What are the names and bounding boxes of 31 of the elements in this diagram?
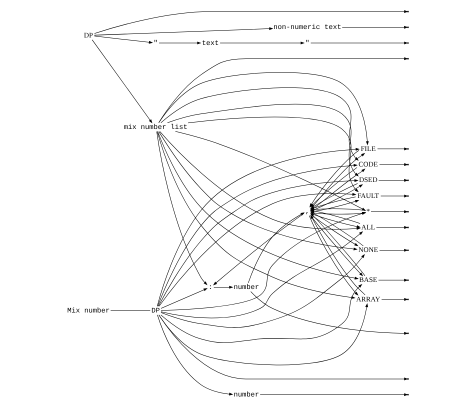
arrow <box>160 288 208 308</box>
arrow <box>160 284 362 343</box>
arrow <box>160 254 364 328</box>
arrow <box>310 211 364 246</box>
arrow <box>94 35 152 44</box>
arrow <box>380 194 408 197</box>
arrow <box>380 297 408 300</box>
arrow <box>158 41 201 44</box>
arrow <box>310 212 360 228</box>
arrow <box>166 103 358 176</box>
arrow <box>378 278 408 282</box>
arrow <box>91 39 152 123</box>
arrow <box>219 41 304 44</box>
arrow <box>187 116 358 192</box>
arrow <box>376 146 408 150</box>
arrow <box>156 130 207 285</box>
arrow <box>310 41 408 44</box>
arrow <box>158 72 368 145</box>
arrow <box>158 130 358 250</box>
arrow <box>310 214 365 295</box>
arrow <box>310 211 366 214</box>
arrow <box>156 314 233 395</box>
arrow <box>376 226 408 228</box>
arrow <box>308 214 358 296</box>
arrow <box>378 162 408 166</box>
arrow <box>213 285 233 288</box>
arrow <box>160 230 363 318</box>
arrow <box>159 130 360 230</box>
arrow <box>310 214 358 246</box>
arrow <box>94 26 273 35</box>
arrow <box>160 86 358 160</box>
